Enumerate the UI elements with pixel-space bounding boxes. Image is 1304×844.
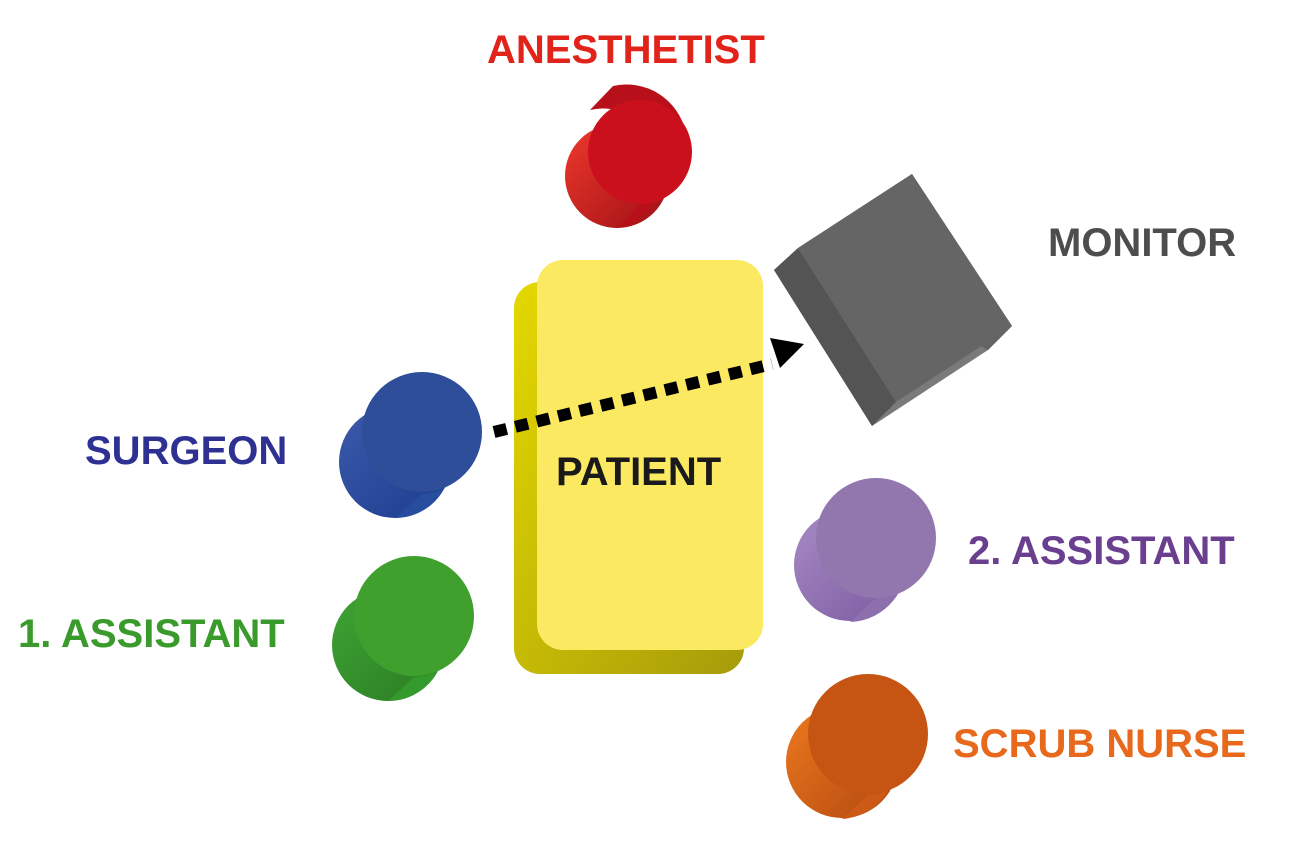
anesthetist-marker xyxy=(565,84,692,228)
patient-label: PATIENT xyxy=(556,450,722,494)
monitor-cube xyxy=(774,174,1012,426)
surgeon-label: SURGEON xyxy=(85,429,288,473)
line-of-sight-arrow xyxy=(492,338,804,438)
anesthetist-label: ANESTHETIST xyxy=(487,28,765,72)
assistant-2-marker xyxy=(794,478,936,622)
scrub-nurse-label: SCRUB NURSE xyxy=(953,722,1247,766)
monitor-label: MONITOR xyxy=(1048,221,1237,265)
scrub-nurse-marker xyxy=(786,674,928,819)
surgeon-marker xyxy=(339,372,482,518)
assistant-2-label: 2. ASSISTANT xyxy=(968,529,1235,573)
assistant-1-label: 1. ASSISTANT xyxy=(18,612,285,656)
assistant-1-marker xyxy=(332,556,474,702)
